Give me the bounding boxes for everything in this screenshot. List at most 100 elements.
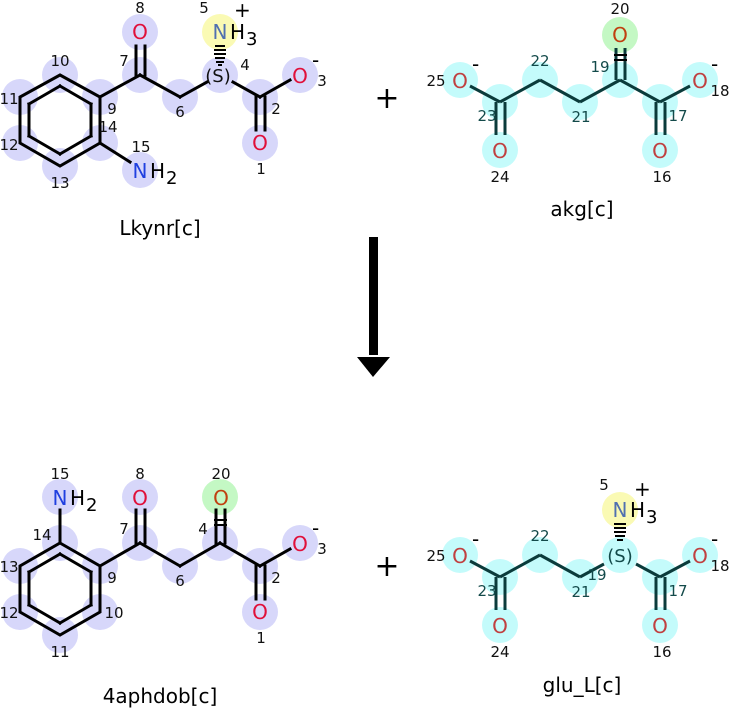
atom-index: 21 <box>571 108 590 126</box>
atom-index: 1 <box>256 160 266 178</box>
atom-O16: O <box>652 614 668 638</box>
molecule-name: akg[c] <box>550 197 613 221</box>
bonds <box>18 508 293 637</box>
atom-O1: O <box>252 600 268 624</box>
atom-O18: O <box>692 69 708 93</box>
atom-index: 12 <box>0 136 19 154</box>
atom-O24: O <box>492 614 508 638</box>
atom-N15: N <box>53 486 68 510</box>
atom-index: 10 <box>50 52 69 70</box>
atom-N15: N <box>133 159 148 183</box>
atom-N5-sub: 3 <box>646 507 657 528</box>
atom-index: 25 <box>426 72 445 90</box>
atom-O3-charge: - <box>312 48 319 72</box>
stereo-label: (S) <box>205 66 230 87</box>
atom-labels: 15 N H 2 8 O 20 O 14 7 4 O - 3 13 9 6 2 … <box>0 465 327 661</box>
atom-index: 8 <box>135 465 145 483</box>
atom-index: 2 <box>271 569 281 587</box>
atom-index: 15 <box>131 138 150 156</box>
atom-index: 23 <box>477 582 496 600</box>
atom-index: 17 <box>668 107 687 125</box>
atom-index: 4 <box>198 520 208 538</box>
atom-N15-h: H <box>70 486 85 510</box>
atom-index: 19 <box>590 58 609 76</box>
atom-O18: O <box>692 544 708 568</box>
atom-N5-h: H <box>230 20 245 44</box>
atom-N15-sub: 2 <box>86 495 97 516</box>
atom-O1: O <box>252 131 268 155</box>
atom-O25-charge: - <box>472 52 479 76</box>
atom-index: 18 <box>710 557 729 575</box>
atom-O3: O <box>292 532 308 556</box>
atom-N5-h: H <box>630 498 645 522</box>
atom-index: 22 <box>530 52 549 70</box>
atom-labels: 25 O - 23 22 21 19 17 O 20 O - 18 O 24 O… <box>426 0 729 186</box>
molecule-name: Lkynr[c] <box>119 216 200 240</box>
atom-index: 25 <box>426 547 445 565</box>
atom-index: 3 <box>317 72 327 90</box>
molecule-4aphdob: 15 N H 2 8 O 20 O 14 7 4 O - 3 13 9 6 2 … <box>0 465 327 708</box>
bonds <box>18 44 293 168</box>
atom-highlights <box>442 492 718 643</box>
molecule-name: glu_L[c] <box>543 673 622 697</box>
atom-O3-charge: - <box>312 516 319 540</box>
atom-index: 23 <box>477 107 496 125</box>
atom-O25: O <box>452 69 468 93</box>
atom-O3: O <box>292 64 308 88</box>
atom-O25-charge: - <box>472 527 479 551</box>
atom-O16: O <box>652 139 668 163</box>
atom-index: 2 <box>271 100 281 118</box>
atom-index: 8 <box>135 0 145 17</box>
atom-O8: O <box>132 20 148 44</box>
atom-index: 9 <box>107 100 117 118</box>
atom-index: 5 <box>199 0 209 17</box>
stereo-hash-bond <box>214 45 226 66</box>
atom-O18-charge: - <box>711 52 718 76</box>
atom-index: 16 <box>652 643 671 661</box>
atom-index: 6 <box>175 103 185 121</box>
atom-labels: 5 N H 3 + 25 O - 23 22 21 19 (S) 17 O - … <box>426 476 729 661</box>
atom-O20: O <box>612 23 628 47</box>
atom-index: 18 <box>710 82 729 100</box>
atom-O24: O <box>492 139 508 163</box>
atom-index: 11 <box>0 90 19 108</box>
stereo-label: (S) <box>607 546 632 567</box>
atom-index: 6 <box>175 572 185 590</box>
atom-O8: O <box>132 486 148 510</box>
atom-index: 24 <box>490 643 509 661</box>
atom-labels: 8 O 5 N H 3 + 7 (S) 4 O - 3 10 11 9 6 2 … <box>0 0 327 192</box>
atom-index: 17 <box>668 582 687 600</box>
atom-N5-sub: 3 <box>246 29 257 50</box>
atom-index: 21 <box>571 583 590 601</box>
atom-O20: O <box>213 486 229 510</box>
atom-index: 20 <box>211 465 230 483</box>
atom-N15-sub: 2 <box>166 168 177 189</box>
atom-N5-charge: + <box>634 477 651 501</box>
atom-index: 11 <box>50 643 69 661</box>
atom-index: 1 <box>256 629 266 647</box>
atom-index: 14 <box>98 118 117 136</box>
atom-index: 4 <box>240 56 250 74</box>
plus-sign: + <box>374 81 399 116</box>
atom-O18-charge: - <box>711 527 718 551</box>
atom-index: 3 <box>317 540 327 558</box>
atom-N5: N <box>613 498 628 522</box>
bonds <box>469 48 691 135</box>
atom-index: 20 <box>610 0 629 18</box>
plus-sign: + <box>374 549 399 584</box>
atom-index: 14 <box>32 526 51 544</box>
down-arrow-icon <box>357 237 390 377</box>
molecule-akg: 25 O - 23 22 21 19 17 O 20 O - 18 O 24 O… <box>426 0 729 221</box>
molecule-glu-l: 5 N H 3 + 25 O - 23 22 21 19 (S) 17 O - … <box>426 476 729 697</box>
molecule-name: 4aphdob[c] <box>103 684 218 708</box>
atom-N5-charge: + <box>234 0 251 22</box>
atom-O25: O <box>452 544 468 568</box>
atom-index: 7 <box>119 52 129 70</box>
atom-highlights <box>2 479 318 653</box>
molecule-lkynr: 8 O 5 N H 3 + 7 (S) 4 O - 3 10 11 9 6 2 … <box>0 0 327 240</box>
atom-N5: N <box>213 20 228 44</box>
atom-index: 13 <box>50 174 69 192</box>
atom-index: 7 <box>119 520 129 538</box>
atom-index: 24 <box>490 168 509 186</box>
